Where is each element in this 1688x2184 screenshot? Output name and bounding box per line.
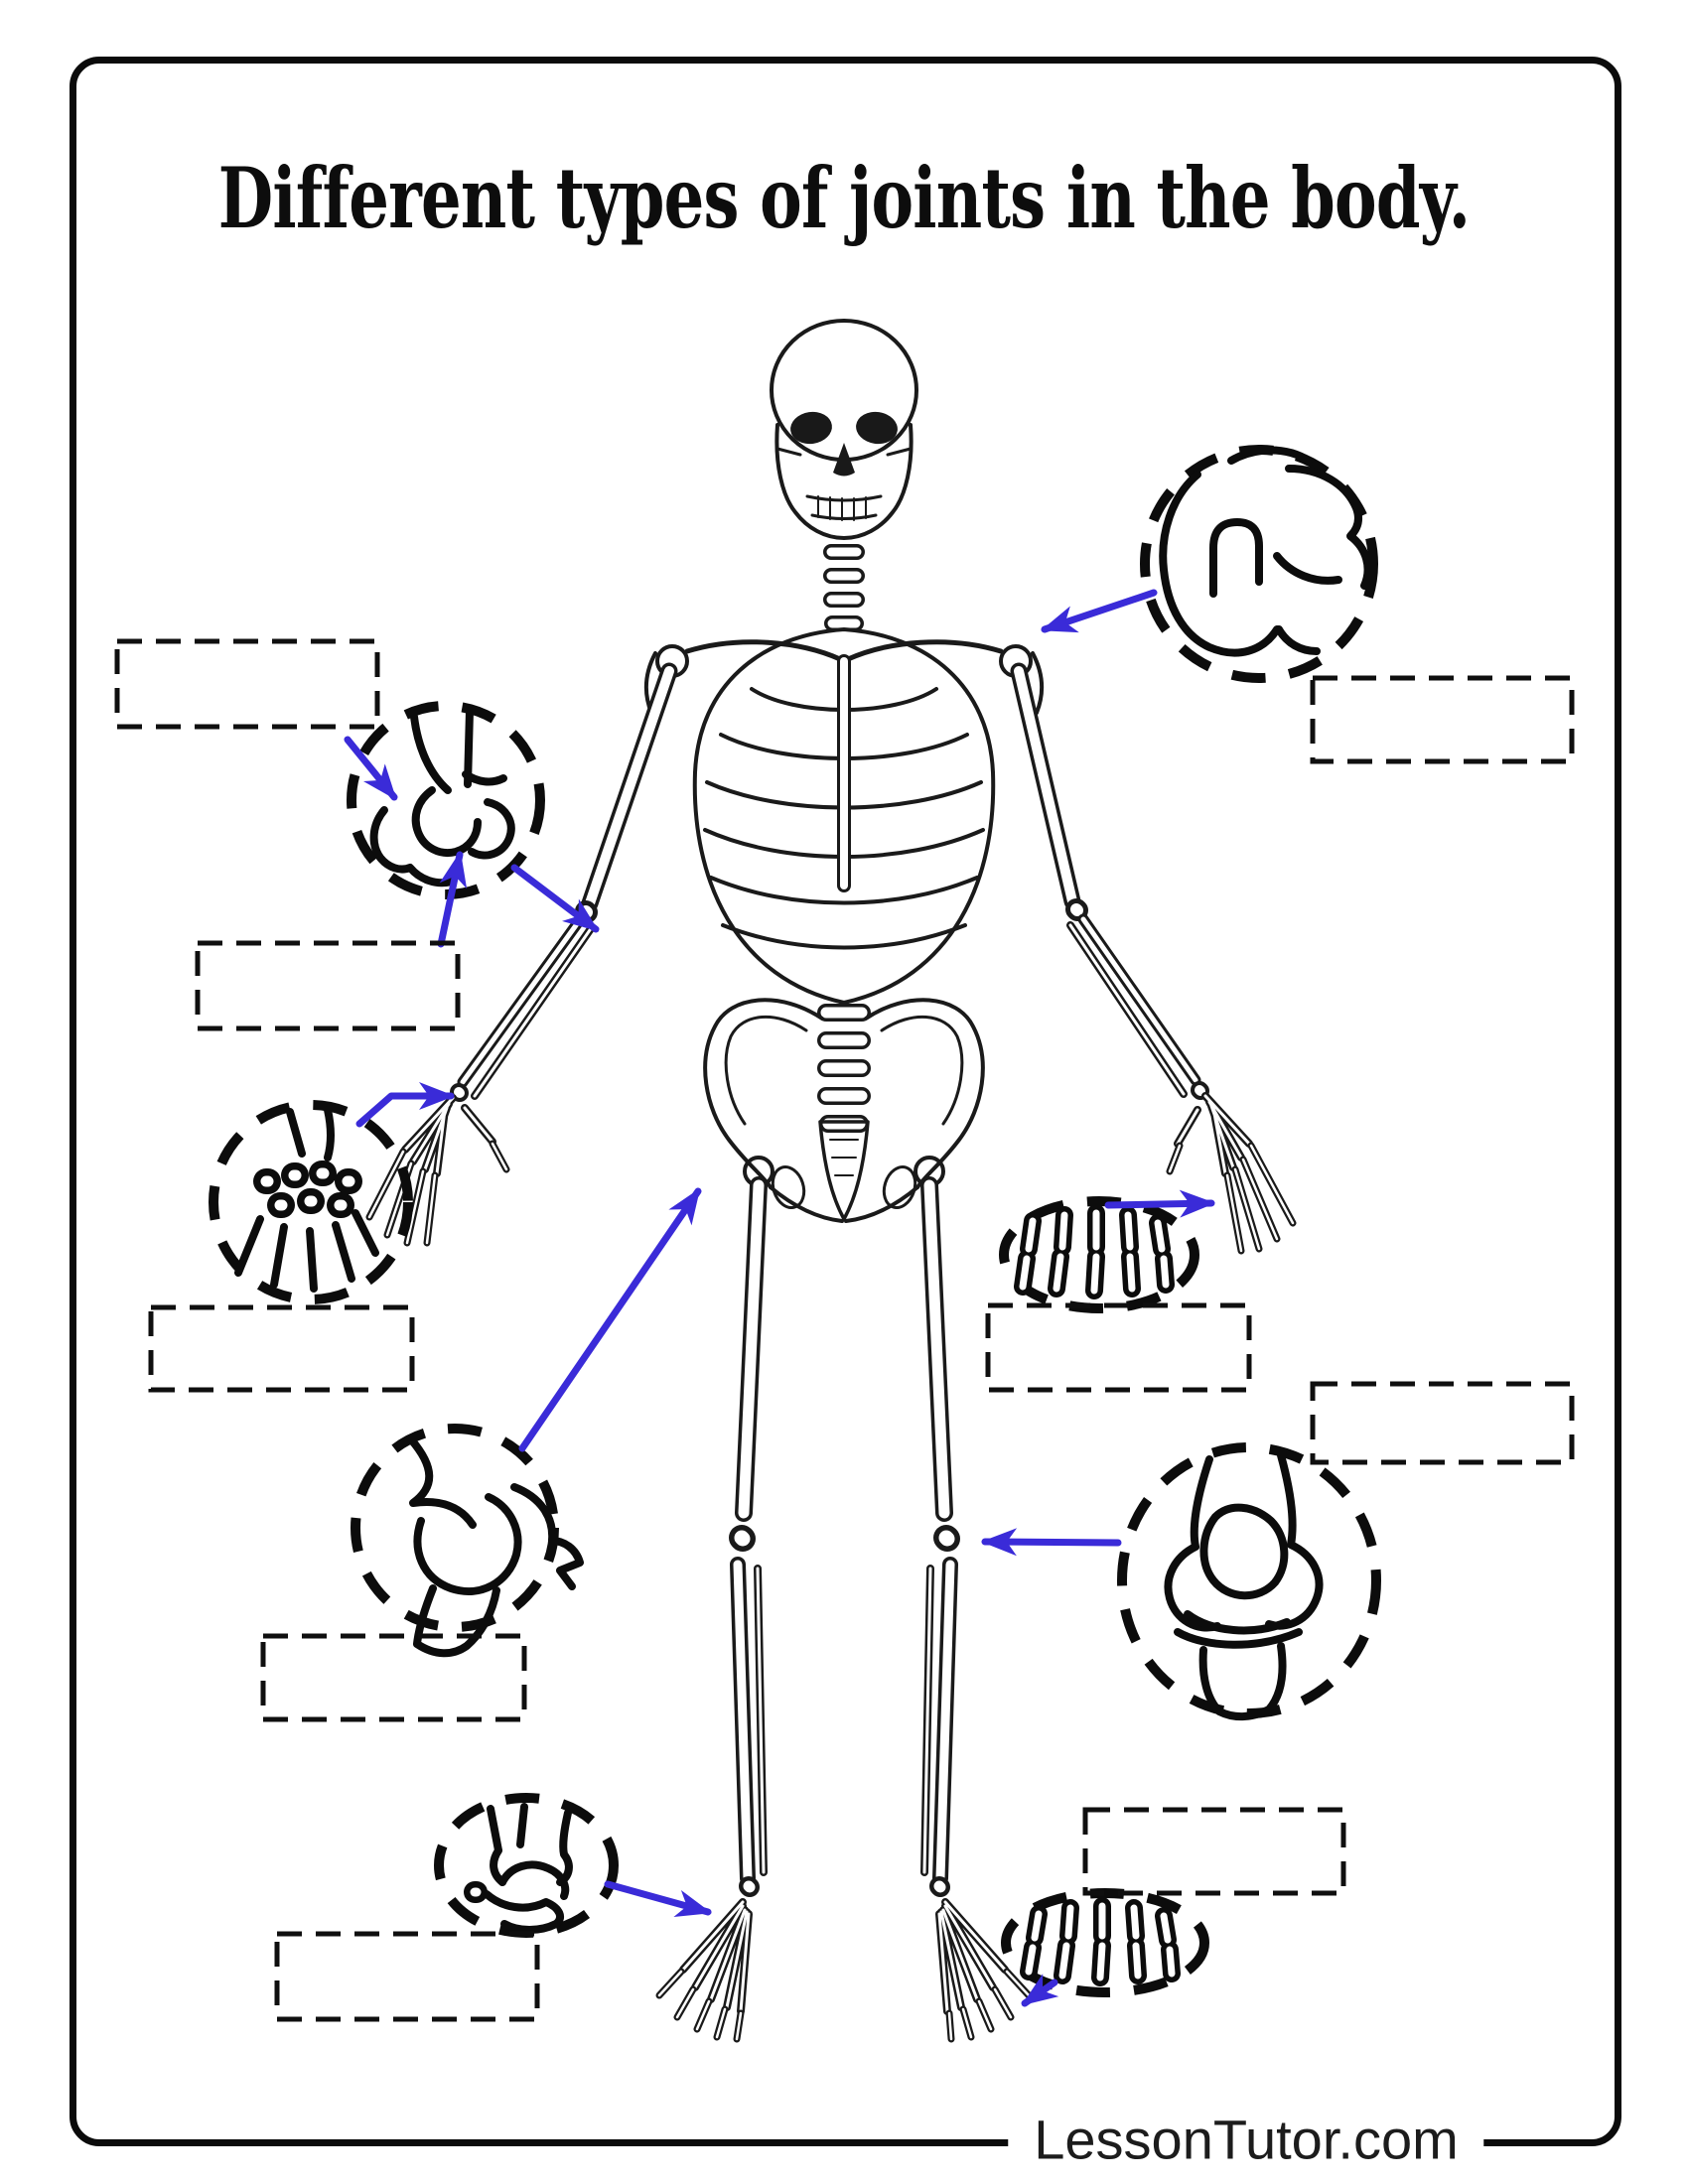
inset-hand-knuckle-joints: [999, 1196, 1199, 1313]
inset-knee-joint: [1117, 1442, 1381, 1720]
arrow-hip-inset-to-hip: [518, 1187, 702, 1452]
answer-box-mid-left[interactable]: [195, 940, 461, 1031]
pelvis: [703, 998, 985, 1223]
arrow-ankle-inset-to-ankle: [604, 1880, 712, 1917]
eye-socket-left: [790, 411, 832, 445]
arrow-foot-inset-to-toes: [1021, 1974, 1059, 2007]
arrow-wrist-inset-to-wrist: [355, 1082, 455, 1128]
site-credit: LessonTutor.com: [1008, 2107, 1484, 2172]
arrow-shoulder-inset-to-shoulder: [1041, 589, 1158, 633]
foot-right: [935, 1898, 1033, 2043]
arrow-knee-inset-to-knee: [981, 1528, 1122, 1557]
inset-foot-toe-joints: [1001, 1888, 1209, 1997]
arm-right: [1010, 662, 1297, 1255]
rib-cage: [692, 627, 996, 1005]
answer-box-shoulder-right[interactable]: [1310, 675, 1575, 764]
pointer-arrows: [344, 589, 1215, 2007]
inset-elbow-joint: [347, 701, 545, 899]
answer-box-wrist-left[interactable]: [148, 1304, 415, 1393]
answer-box-top-left[interactable]: [114, 638, 380, 730]
page-title: Different types of joints in the body.: [217, 149, 1471, 247]
arrow-box-to-elbow-inset-2: [437, 851, 468, 948]
answer-box-foot-right[interactable]: [1082, 1807, 1346, 1896]
leg-left: [655, 1176, 768, 2043]
arrow-box-to-elbow-inset: [344, 736, 398, 801]
nasal-cavity: [833, 443, 855, 477]
lumbar-spine: [817, 1004, 871, 1133]
hand-left: [365, 1094, 510, 1247]
answer-box-hip-left[interactable]: [260, 1633, 527, 1722]
skull: [770, 319, 918, 540]
page-border: [70, 57, 1621, 2146]
leg-right: [920, 1176, 1033, 2043]
eye-socket-right: [856, 411, 898, 445]
inset-wrist-joint: [209, 1100, 413, 1304]
answer-box-hand-right[interactable]: [985, 1302, 1252, 1393]
inset-hip-joint: [351, 1424, 584, 1658]
hand-right: [1166, 1092, 1297, 1255]
answer-box-knee-right[interactable]: [1310, 1381, 1575, 1465]
neck-vertebrae: [823, 544, 865, 631]
arm-left: [365, 662, 678, 1247]
inset-ankle-joint: [434, 1793, 619, 1938]
arrow-knuckle-inset-to-hand: [1104, 1189, 1215, 1218]
foot-left: [655, 1898, 753, 2043]
skeleton-illustration: [365, 319, 1297, 2043]
inset-shoulder-joint: [1140, 445, 1378, 683]
arrow-elbow-inset-to-elbow: [510, 864, 600, 933]
answer-box-ankle-left[interactable]: [274, 1931, 540, 2022]
answer-boxes: [114, 638, 1575, 2022]
